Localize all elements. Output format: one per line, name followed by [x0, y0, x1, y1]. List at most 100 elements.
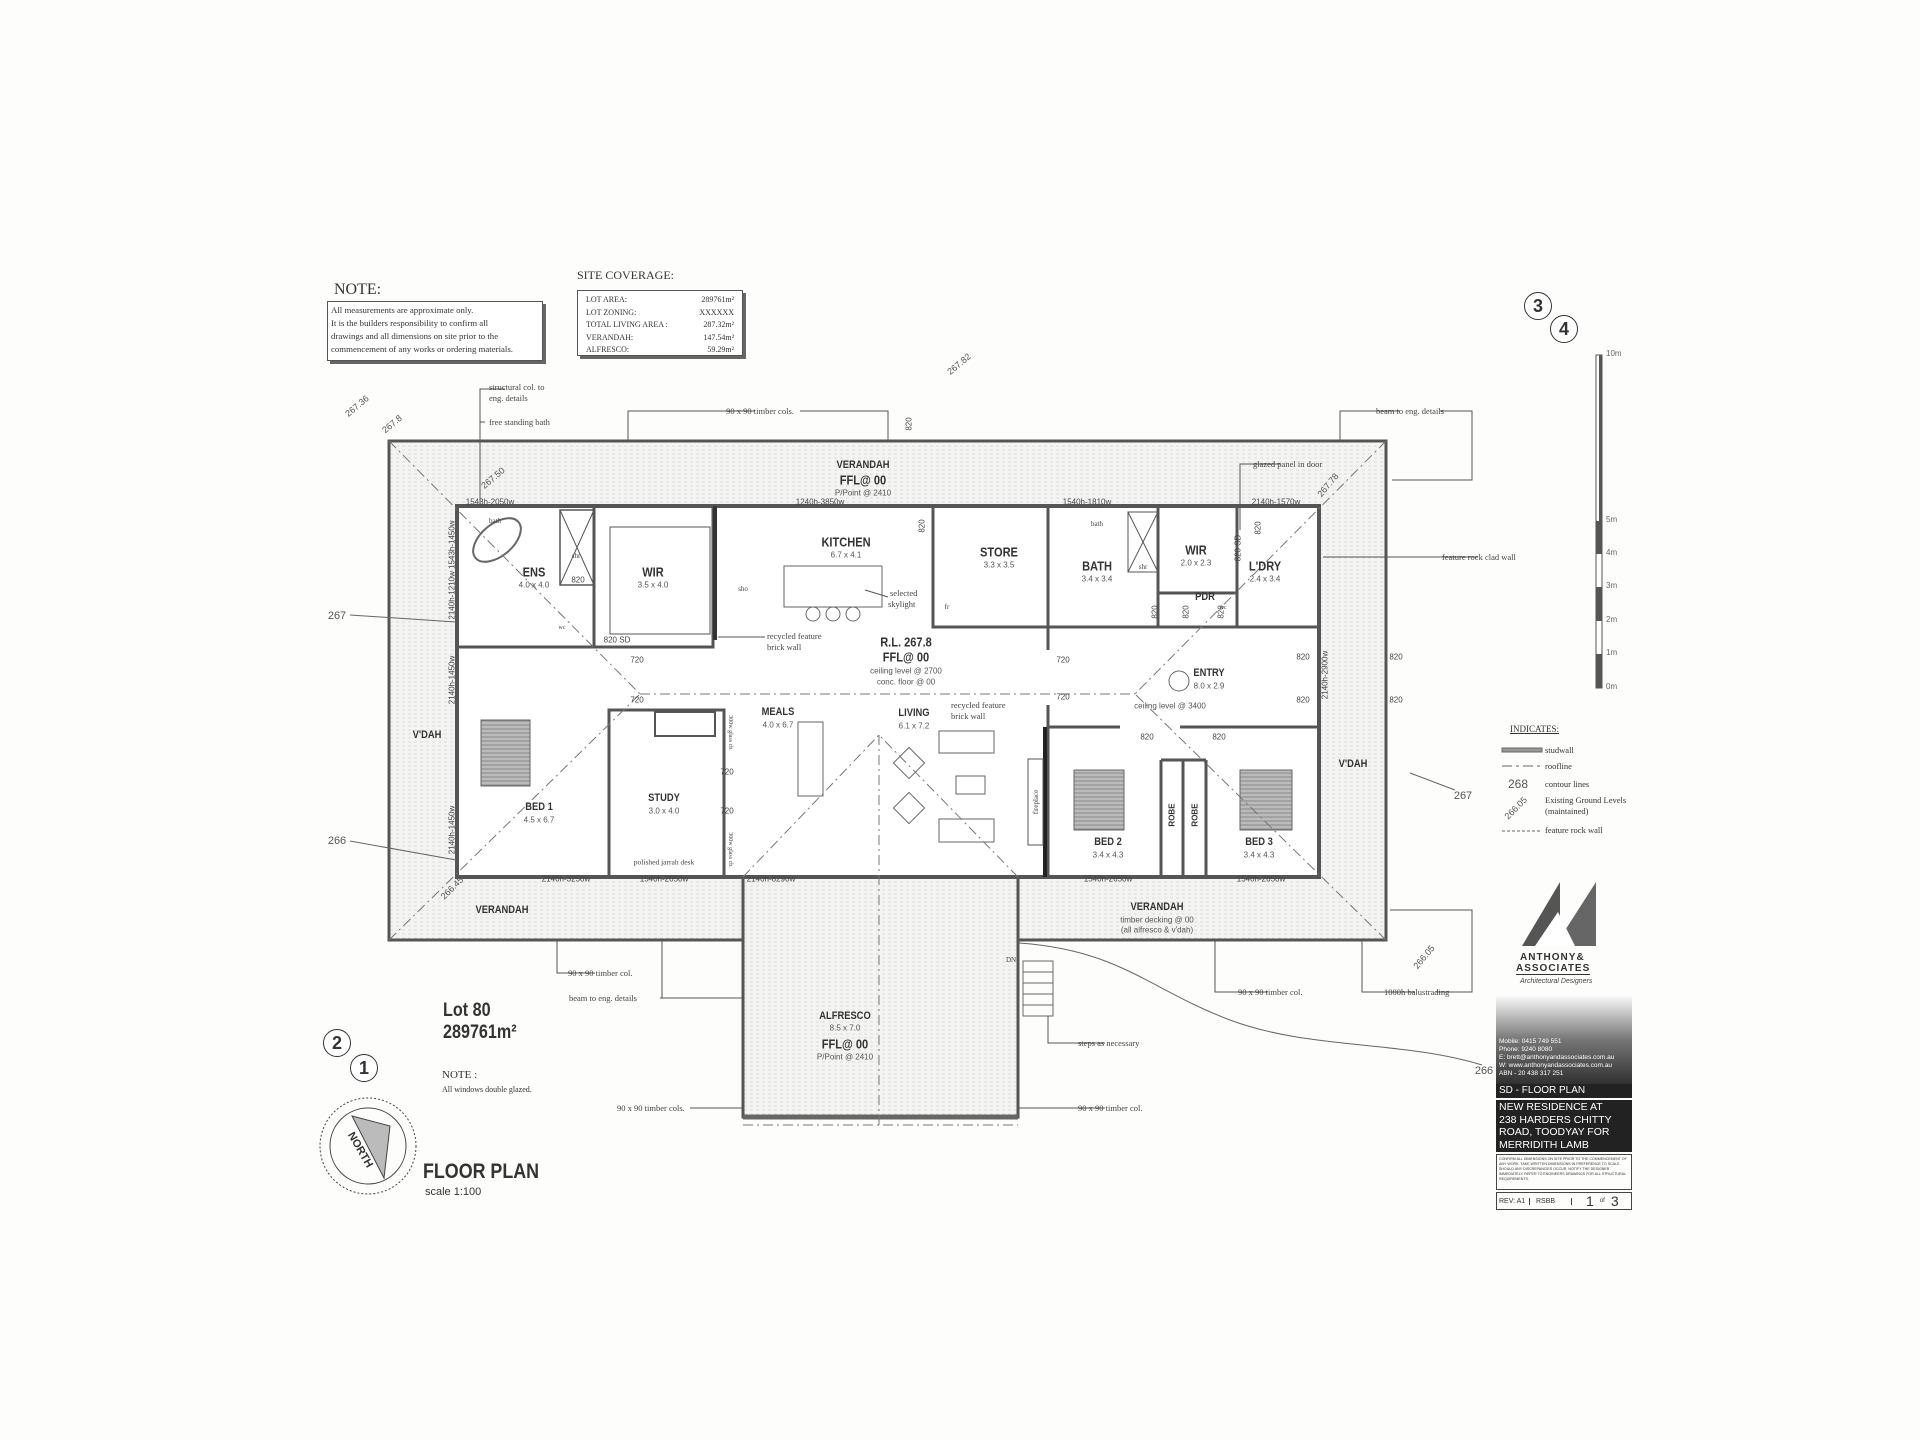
drawing-title: FLOOR PLAN [423, 1160, 540, 1183]
door-label: 820 [1150, 605, 1160, 619]
verandah-top: VERANDAH [836, 459, 890, 471]
contact-line: W: www.anthonyandassociates.com.au [1499, 1062, 1612, 1069]
note-line: It is the builders responsibility to con… [331, 318, 489, 328]
door-label: 820 [1296, 695, 1310, 705]
revision: REV: A1 [1497, 1197, 1530, 1205]
room-meals-size: 4.0 x 6.7 [762, 720, 794, 730]
bath-fixture-label: bath [488, 517, 502, 525]
door-label: 820 [1181, 605, 1191, 619]
room-alfresco-size: 8.5 x 7.0 [829, 1023, 861, 1033]
annotation-timber-col-br: 90 x 90 timber col. [1238, 987, 1303, 997]
project-line: NEW RESIDENCE AT [1499, 1101, 1603, 1113]
room-bed-1-size: 4.5 x 6.7 [523, 815, 555, 825]
door-label: 720 [720, 806, 734, 816]
annotation-skylight: selected [890, 588, 918, 598]
company-tagline: Architectural Designers [1520, 978, 1593, 985]
contour-label: 267 [1453, 790, 1473, 802]
fridge-label: fr [944, 603, 950, 611]
legend-roofline: roofline [1545, 761, 1572, 771]
section-marker: 2 [323, 1029, 351, 1057]
sheet-title: SD - FLOOR PLAN [1496, 1084, 1632, 1098]
verandah-top-point: P/Point @ 2410 [834, 488, 892, 498]
company-logo [1522, 882, 1596, 946]
room-ens: ENS [522, 564, 546, 580]
company-name: ANTHONY& [1520, 952, 1585, 963]
north-arrow-icon [319, 1097, 417, 1195]
alfresco-deck [741, 875, 1020, 1119]
legend-contour-lines: contour lines [1545, 779, 1590, 789]
scale-bar [1595, 354, 1603, 689]
skylight-icon [1168, 670, 1190, 692]
contact-line: Mobile: 0415 749 551 [1499, 1038, 1562, 1045]
door-label: 720 [630, 695, 644, 705]
annotation-skylight-2: skylight [888, 599, 916, 609]
glass-cabinet-label: 300w glass cb. [727, 832, 733, 868]
roofline [388, 440, 1387, 1126]
annotation-balustrading: 1000h balustrading [1384, 987, 1450, 997]
door-label: 820 [1389, 695, 1403, 705]
title-block: ANTHONY& ASSOCIATES Architectural Design… [1496, 876, 1632, 1212]
project-line: 238 HARDERS CHITTY [1499, 1113, 1612, 1126]
door-label: 720 [720, 767, 734, 777]
contact-line: Phone: 9240 8080 [1499, 1046, 1553, 1053]
core-rl: R.L. 267.8 [880, 634, 932, 650]
note-box: All measurements are approximate only. I… [327, 301, 543, 361]
room-laundry: L'DRY [1248, 558, 1282, 574]
annotation-beam-top: beam to eng. details [1376, 406, 1444, 416]
room-bath: BATH [1082, 558, 1112, 574]
door-label: 720 [630, 655, 644, 665]
shower-label: shr [571, 552, 581, 560]
scale-label: 2m [1606, 615, 1618, 624]
door-label: 820 [1296, 652, 1310, 662]
door-label: 820 SD [603, 635, 631, 645]
verandah-decking-note: timber decking @ 00 [1120, 915, 1194, 925]
bath-fixture-label: bath [1090, 520, 1104, 528]
contour-label: 267 [327, 610, 347, 622]
project-line: ROAD, TOODYAY FOR [1499, 1126, 1610, 1138]
lot-name: Lot 80 [443, 1000, 491, 1021]
core-floor: conc. floor @ 00 [876, 677, 936, 687]
annotation-structural-col: structural col. to [489, 382, 545, 392]
annotation-timber-cols-bottom: 90 x 90 timber cols. [617, 1103, 685, 1113]
bath-tub-icon [472, 517, 522, 563]
alfresco-point: P/Point @ 2410 [816, 1052, 874, 1062]
drawing-scale: scale 1:100 [425, 1186, 482, 1198]
robe-label: ROBE [1167, 803, 1177, 827]
window-dim: 2140h-1450w [447, 655, 457, 705]
window-dim: 1240h-3850w [795, 497, 845, 507]
annotation-free-standing-bath: free standing bath [489, 417, 550, 427]
room-living-size: 6.1 x 7.2 [898, 721, 930, 731]
alfresco-ffl: FFL@ 00 [821, 1036, 869, 1052]
annotation-brick-wall: recycled feature [767, 631, 822, 641]
room-vdah-left: V'DAH [412, 729, 442, 741]
window-dim: 2140h-1210w 1543h-1450w [447, 520, 457, 620]
wc-label: wc [1219, 605, 1227, 611]
verandah-bottom-right: VERANDAH [1130, 901, 1184, 913]
coverage-value: 59.29m² [707, 345, 734, 354]
coverage-label: TOTAL LIVING AREA : [586, 320, 668, 329]
door-label: 820 [904, 417, 914, 431]
verandah-bottom-left: VERANDAH [475, 904, 529, 916]
coverage-label: LOT AREA: [586, 295, 627, 304]
coverage-value: 289761m² [701, 295, 734, 304]
coverage-row: VERANDAH:147.54m² [586, 332, 734, 345]
note-line: All measurements are approximate only. [331, 305, 474, 315]
scale-label: 1m [1606, 648, 1618, 657]
room-laundry-size: 2.4 x 3.4 [1249, 574, 1281, 584]
annotation-timber-cols-top: 90 x 90 timber cols. [726, 406, 794, 416]
entry-ceiling: ceiling level @ 3400 [1134, 701, 1206, 711]
section-marker: 4 [1550, 315, 1578, 343]
scale-label: 0m [1606, 682, 1618, 691]
scale-label: 3m [1606, 581, 1618, 590]
room-entry: ENTRY [1193, 667, 1225, 679]
room-wir: WIR [642, 564, 664, 580]
annotation-timber-col-bl: 90 x 90 timber col. [568, 968, 633, 978]
sho-label: sho [738, 585, 748, 593]
project-title: NEW RESIDENCE AT 238 HARDERS CHITTY ROAD… [1496, 1100, 1632, 1152]
window-dim: 1540h-2650w [1236, 874, 1286, 884]
door-label: 820 [1212, 732, 1226, 742]
study-desk-note: polished jarrah desk [633, 857, 695, 867]
room-bed-3: BED 3 [1245, 836, 1273, 848]
note-line: commencement of any works or ordering ma… [331, 344, 513, 354]
